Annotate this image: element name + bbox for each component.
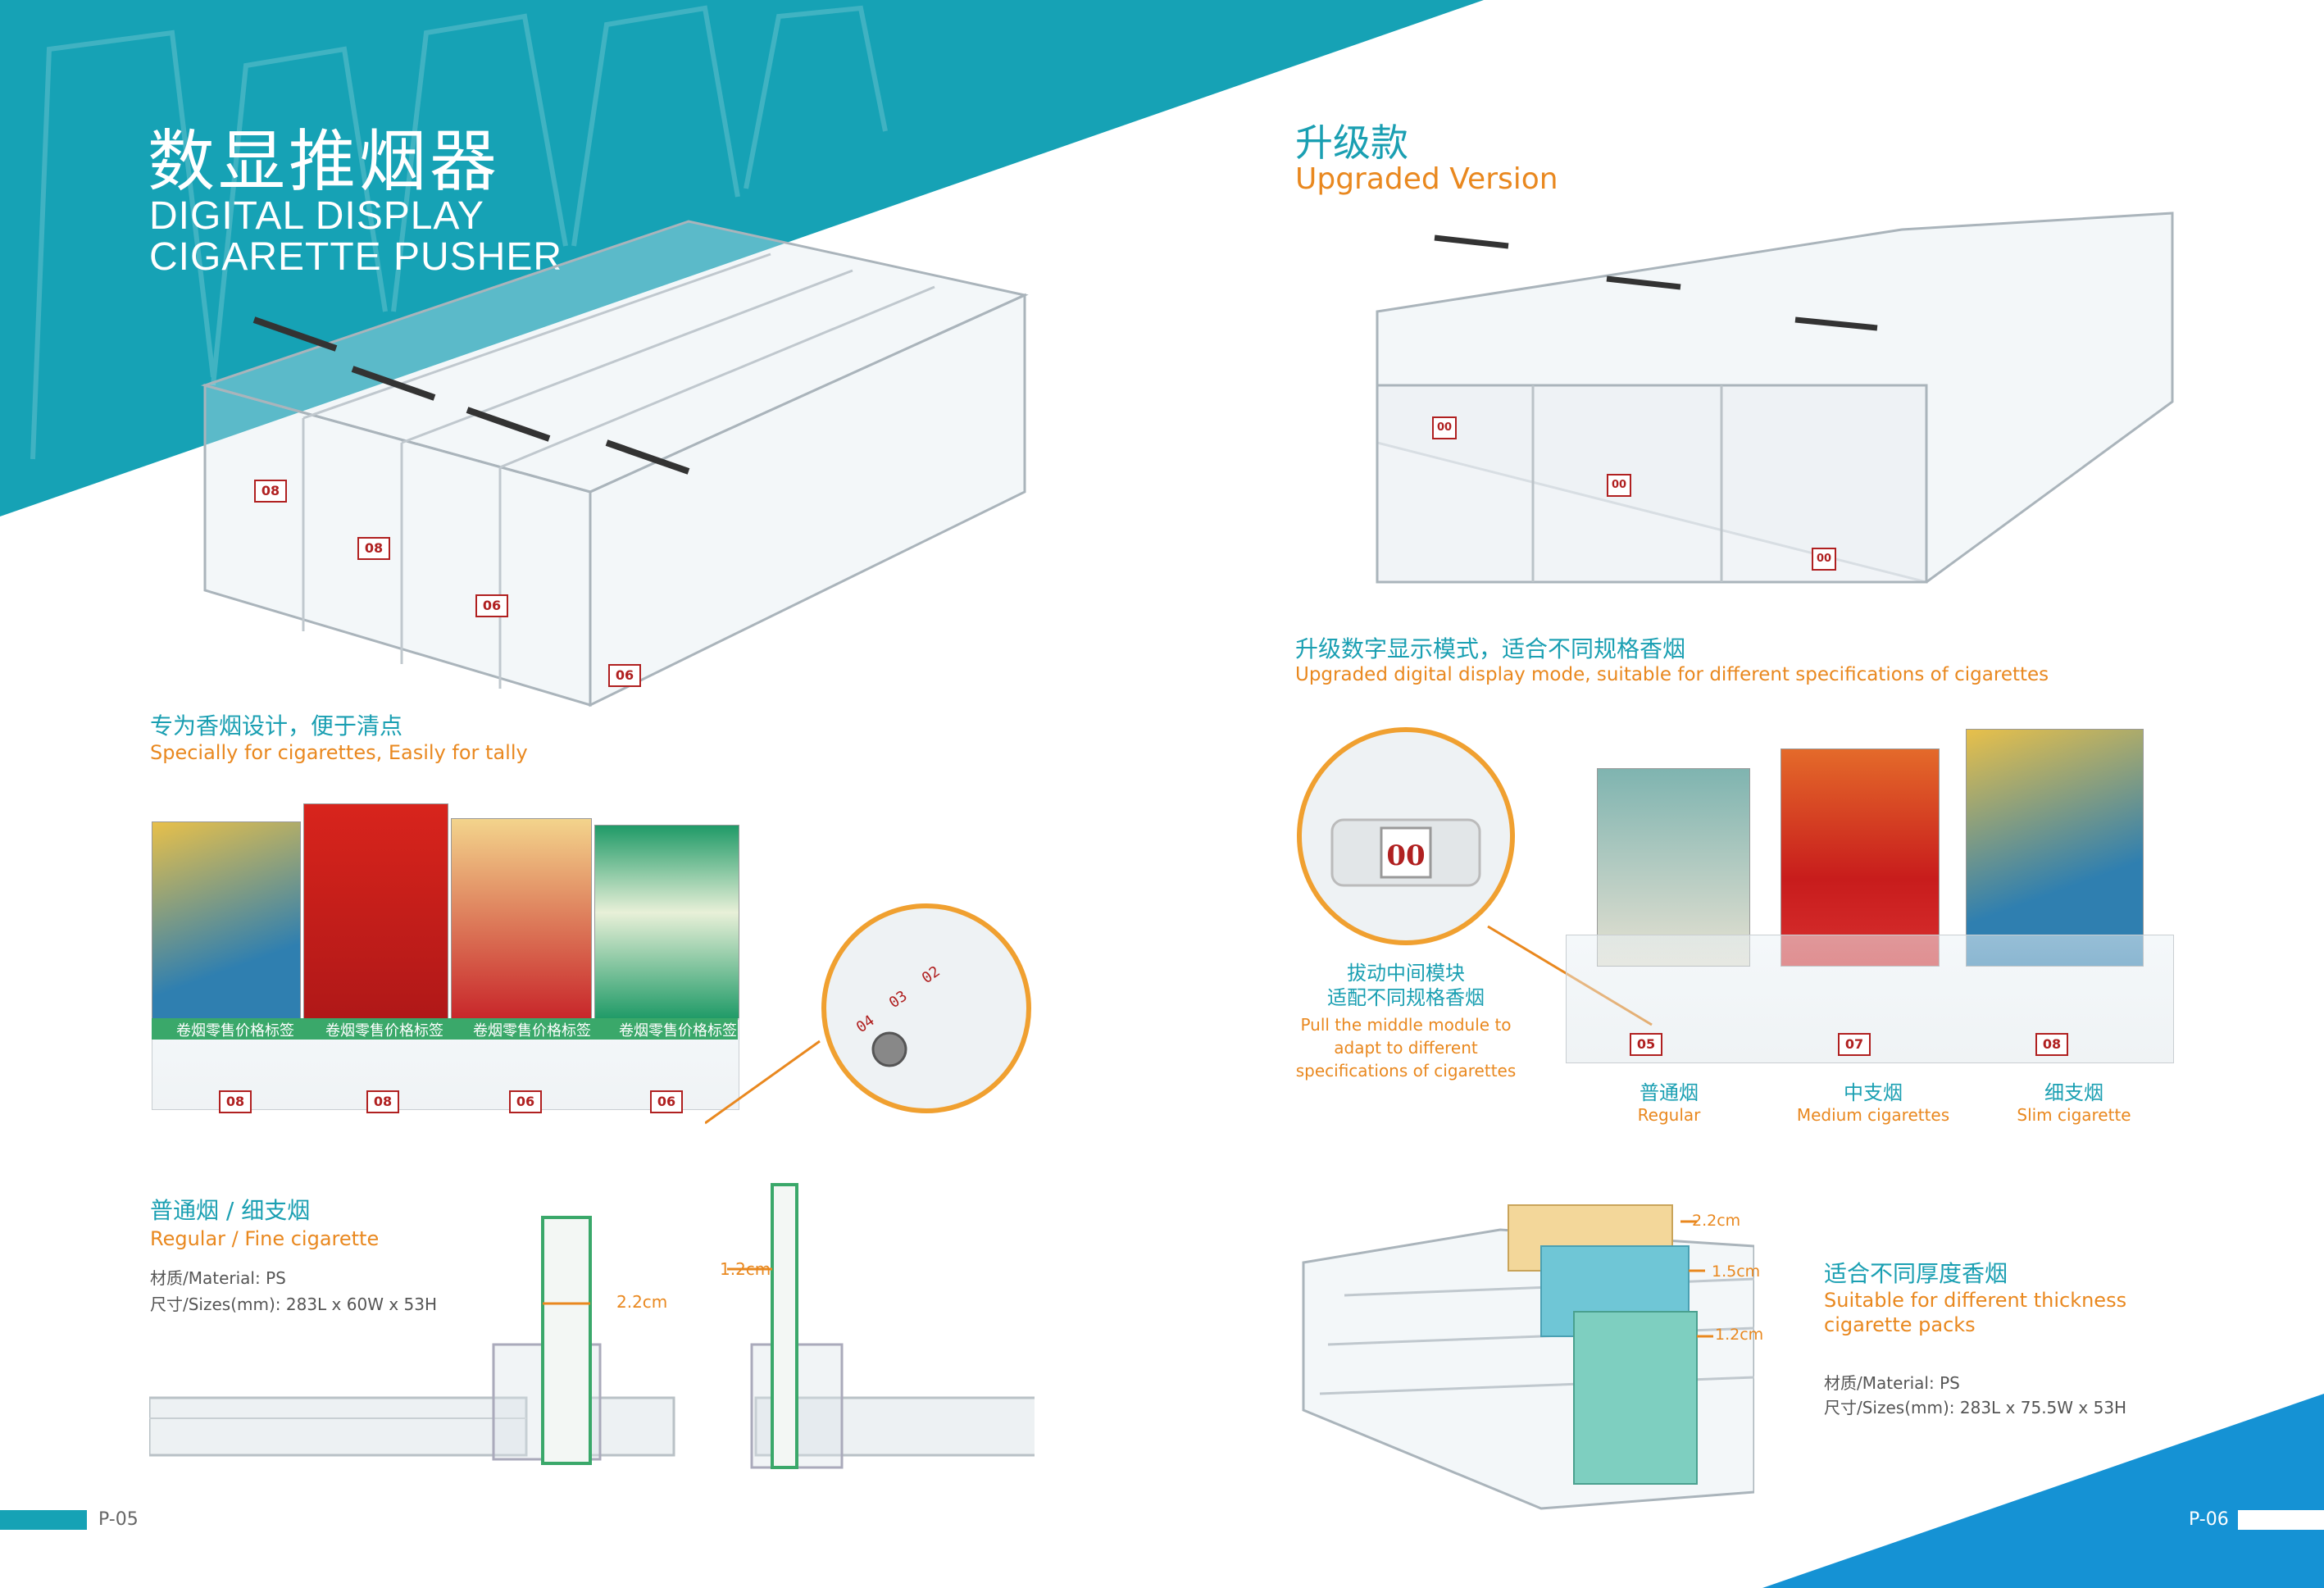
right-title-en: Upgraded Version (1295, 162, 1558, 196)
left-title-cn: 数显推烟器 (148, 123, 501, 201)
callout-en-line1: Pull the middle module to (1300, 1015, 1512, 1035)
blue-corner-triangle (1762, 1394, 2324, 1588)
pack-zhonghua (1781, 748, 1940, 967)
tray-digit-4: 06 (608, 664, 641, 687)
feature1-en: Specially for cigarettes, Easily for tal… (150, 741, 528, 764)
dim-thick-1: 2.2cm (1692, 1212, 1741, 1230)
section2-cn: 普通烟 / 细支烟 (150, 1197, 311, 1224)
pack-digit-2: 08 (366, 1090, 399, 1113)
right-title-cn: 升级款 (1295, 121, 1408, 165)
callout-cn-line2: 适配不同规格香烟 (1327, 986, 1485, 1009)
slot-digit-3: 08 (2035, 1033, 2068, 1056)
upgraded-tray-image (1376, 212, 2174, 584)
pusher-tray-main-image (200, 220, 1029, 708)
slot-digit-2: 07 (1838, 1033, 1871, 1056)
callout-en-line3: specifications of cigarettes (1295, 1061, 1517, 1081)
callout-cn-line1: 拔动中间模块 (1347, 962, 1465, 985)
upgraded-digit-1: 00 (1432, 416, 1457, 439)
type-medium: 中支烟 Medium cigarettes (1783, 1076, 1963, 1125)
pack-taishan-slim (1966, 729, 2144, 967)
cigarette-packs-row: 卷烟零售价格标签 卷烟零售价格标签 卷烟零售价格标签 卷烟零售价格标签 08 0… (152, 803, 742, 1123)
left-title-en-2: CIGARETTE PUSHER (149, 235, 563, 279)
pack-hongfangyin (1597, 768, 1750, 967)
side-view-drawings (149, 1183, 1035, 1469)
type-medium-en: Medium cigarettes (1796, 1105, 1950, 1125)
pack-taishan (152, 821, 301, 1020)
page-number-right: P-06 (2189, 1509, 2229, 1530)
right-material: 材质/Material: PS (1824, 1373, 1960, 1393)
callout-en: Pull the middle module to adapt to diffe… (1291, 1013, 1521, 1082)
callout-en-line2: adapt to different (1334, 1038, 1478, 1058)
dim-thick-3: 1.2cm (1715, 1326, 1764, 1344)
left-sizes: 尺寸/Sizes(mm): 283L x 60W x 53H (150, 1295, 438, 1314)
type-slim-cn: 细支烟 (2044, 1081, 2103, 1104)
thickness-en-2: cigarette packs (1824, 1313, 1976, 1336)
left-material: 材质/Material: PS (150, 1268, 286, 1288)
label-text-4: 卷烟零售价格标签 (619, 1022, 737, 1040)
dim-fine: 1.2cm (720, 1259, 771, 1279)
thickness-tray-image (1302, 1204, 1754, 1510)
label-text-3: 卷烟零售价格标签 (473, 1022, 591, 1040)
label-text-2: 卷烟零售价格标签 (325, 1022, 443, 1040)
pack-types-display: 05 07 08 (1566, 726, 2174, 1070)
right-feature-cn: 升级数字显示模式，适合不同规格香烟 (1295, 635, 1686, 662)
price-label-strip (152, 1018, 738, 1040)
label-text-1: 卷烟零售价格标签 (176, 1022, 294, 1040)
pack-digit-4: 06 (650, 1090, 683, 1113)
teal-header-triangle (0, 0, 1484, 516)
upgraded-digit-2: 00 (1607, 474, 1631, 497)
type-regular: 普通烟 Regular (1612, 1076, 1726, 1125)
type-slim-en: Slim cigarette (2017, 1105, 2131, 1125)
dim-thick-2: 1.5cm (1712, 1263, 1761, 1281)
pack-side-fine (771, 1183, 798, 1469)
display-trays (1566, 935, 2174, 1063)
type-slim: 细支烟 Slim cigarette (2000, 1076, 2148, 1125)
section2-en: Regular / Fine cigarette (150, 1227, 380, 1250)
zoom-callout-left: 02 03 04 (705, 903, 1031, 1125)
type-medium-cn: 中支烟 (1844, 1081, 1903, 1104)
thickness-en-1: Suitable for different thickness (1824, 1289, 2127, 1312)
tray-digit-1: 08 (254, 480, 287, 503)
thickness-cn: 适合不同厚度香烟 (1824, 1260, 2008, 1287)
pack-huangshan (451, 818, 592, 1020)
pack-digit-1: 08 (219, 1090, 252, 1113)
zoom-callout-right: 00 (1297, 727, 1653, 1026)
tray-digit-2: 08 (357, 537, 390, 560)
pack-side-regular (541, 1216, 592, 1465)
right-sizes: 尺寸/Sizes(mm): 283L x 75.5W x 53H (1824, 1398, 2127, 1417)
page-bar-right (2238, 1510, 2324, 1530)
callout-cn: 拔动中间模块 适配不同规格香烟 (1291, 961, 1521, 1010)
slot-digit-1: 05 (1630, 1033, 1662, 1056)
page-number-left: P-05 (98, 1509, 139, 1530)
pack-digit-3: 06 (509, 1090, 542, 1113)
feature1-cn: 专为香烟设计，便于清点 (150, 712, 403, 739)
pack-changbaishan (303, 803, 448, 1020)
left-title-en-1: DIGITAL DISPLAY (149, 194, 484, 238)
tray-digit-3: 06 (475, 594, 508, 617)
type-regular-en: Regular (1637, 1105, 1701, 1125)
type-regular-cn: 普通烟 (1640, 1081, 1699, 1104)
page-bar-left (0, 1510, 87, 1530)
right-feature-en: Upgraded digital display mode, suitable … (1295, 664, 2049, 685)
dim-regular: 2.2cm (616, 1292, 668, 1312)
upgraded-digit-3: 00 (1812, 548, 1836, 571)
zoom-digit-00: 00 (1386, 840, 1425, 872)
